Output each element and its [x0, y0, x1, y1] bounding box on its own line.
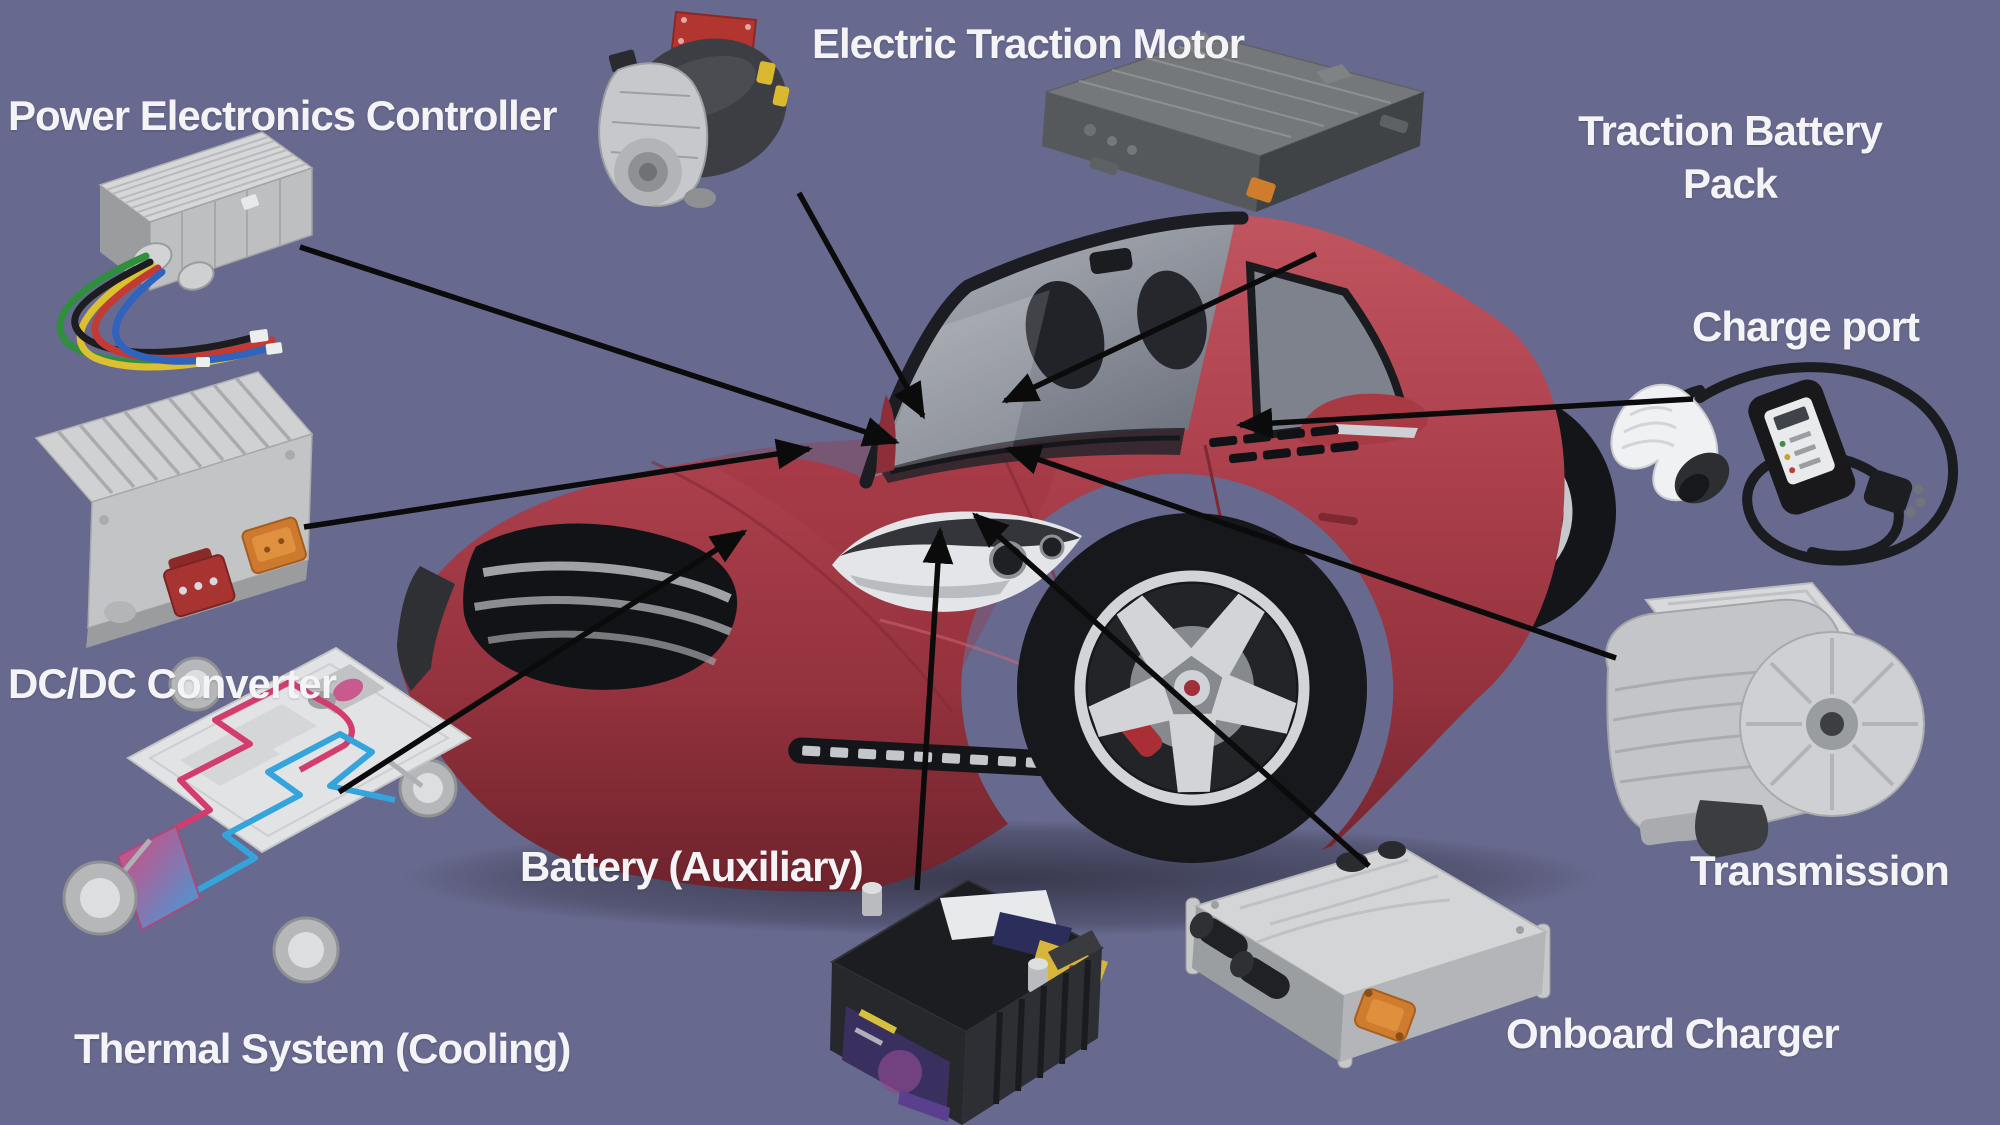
- charger-connector-1: [1189, 912, 1248, 959]
- label-traction-battery-pack-line1: Traction Battery: [1578, 107, 1883, 154]
- label-thermal-system-cooling: Thermal System (Cooling): [74, 1025, 571, 1072]
- dcdc-red-connector: [163, 548, 236, 618]
- coolant-cold-loop: [178, 731, 396, 903]
- power-electronics-controller-image: [56, 131, 314, 371]
- car-illustration: [397, 211, 1616, 936]
- label-dcdc-converter: DC/DC Converter: [8, 660, 337, 707]
- label-battery-auxiliary: Battery (Auxiliary): [520, 843, 864, 890]
- label-power-electronics-controller: Power Electronics Controller: [8, 92, 557, 139]
- arrows: [299, 191, 1694, 891]
- arrow-electric-traction-motor: [796, 191, 926, 420]
- arrow-traction-battery-pack: [1001, 251, 1318, 404]
- arrow-dcdc-converter: [303, 438, 813, 530]
- front-wheel: [1017, 513, 1367, 863]
- rearview-mirror: [1089, 247, 1133, 275]
- thermal-system-image: [62, 646, 472, 984]
- traction-battery-pack-image: [1042, 32, 1427, 212]
- label-transmission: Transmission: [1690, 847, 1950, 894]
- arrow-thermal-system: [337, 529, 748, 795]
- door-handle: [1318, 512, 1358, 526]
- hood-seam-left: [651, 460, 954, 713]
- label-charge-port: Charge port: [1692, 303, 1920, 350]
- wall-plug: [1863, 470, 1926, 518]
- charge-port-image: [1610, 362, 1959, 566]
- arrow-power-electronics-controller: [299, 244, 900, 447]
- label-electric-traction-motor: Electric Traction Motor: [812, 20, 1245, 67]
- charge-controller-box: [1748, 379, 1856, 515]
- onboard-charger-image: [1185, 841, 1551, 1069]
- dcdc-converter-image: [34, 371, 314, 648]
- arrow-onboard-charger: [972, 512, 1371, 869]
- label-traction-battery-pack: Traction Battery Pack: [1556, 104, 1904, 210]
- transmission-image: [1605, 581, 1925, 858]
- charger-connector-2: [1230, 950, 1290, 999]
- charger-orange-connector: [1354, 988, 1416, 1042]
- windshield-reflection: [880, 290, 1050, 470]
- label-onboard-charger: Onboard Charger: [1506, 1010, 1840, 1057]
- nose-trim: [397, 566, 455, 691]
- arrow-charge-port: [1236, 396, 1694, 439]
- arrow-battery-auxiliary: [914, 527, 954, 891]
- battery-auxiliary-image: [829, 878, 1108, 1125]
- grille: [463, 523, 738, 690]
- label-traction-battery-pack-line2: Pack: [1682, 160, 1778, 207]
- side-mirror-glass: [1336, 424, 1418, 438]
- dcdc-orange-connector: [241, 516, 307, 575]
- arrow-transmission: [1004, 444, 1617, 661]
- electric-traction-motor-image: [598, 10, 790, 208]
